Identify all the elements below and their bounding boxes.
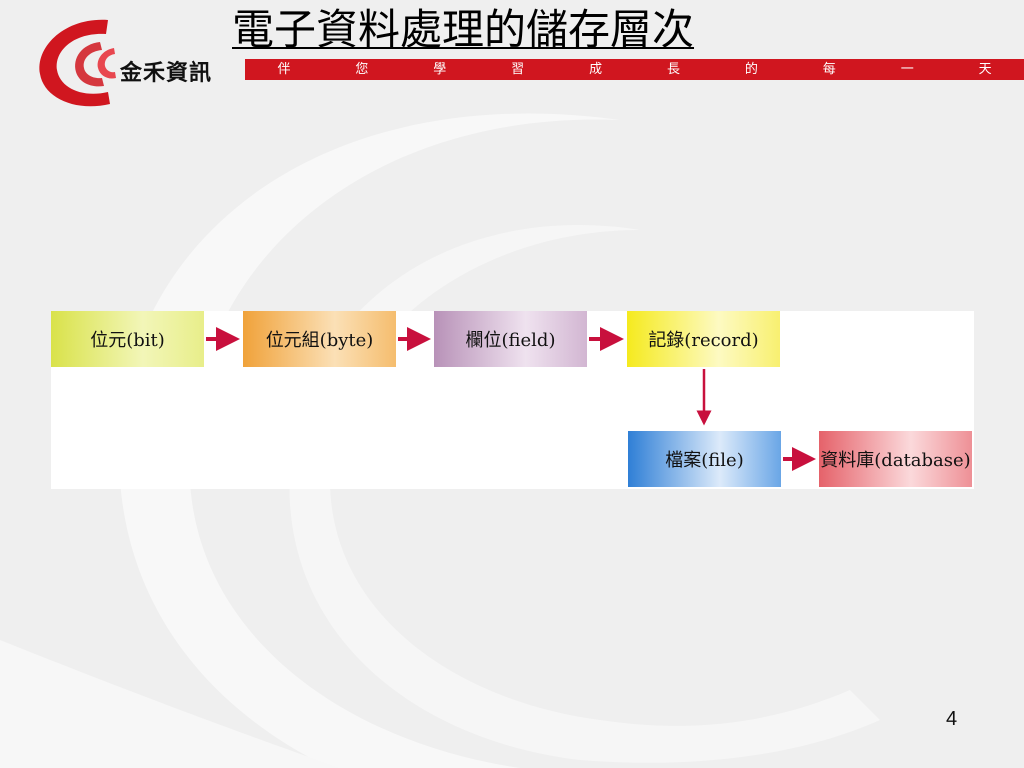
brand-name: 金禾資訊 [120, 61, 213, 86]
slogan-char: 一 [900, 62, 914, 77]
node-database: 資料庫(database) [819, 431, 972, 487]
node-record: 記錄(record) [627, 311, 780, 367]
node-byte: 位元組(byte) [243, 311, 396, 367]
slogan-char: 您 [355, 62, 369, 77]
slogan-char: 成 [589, 62, 603, 77]
node-bit: 位元(bit) [51, 311, 204, 367]
page-number: 4 [946, 708, 958, 730]
slogan-char: 習 [511, 62, 525, 77]
slogan-char: 伴 [277, 62, 291, 77]
node-field: 欄位(field) [434, 311, 587, 367]
slogan-char: 天 [978, 62, 992, 77]
slogan-char: 每 [822, 62, 836, 77]
slogan-char: 學 [433, 62, 447, 77]
slogan-bar: 伴 您 學 習 成 長 的 每 一 天 [245, 59, 1024, 80]
slogan-char: 長 [666, 62, 680, 77]
page-title: 電子資料處理的儲存層次 [232, 5, 695, 54]
node-file: 檔案(file) [628, 431, 781, 487]
slogan-char: 的 [744, 62, 758, 77]
company-logo [39, 19, 116, 107]
